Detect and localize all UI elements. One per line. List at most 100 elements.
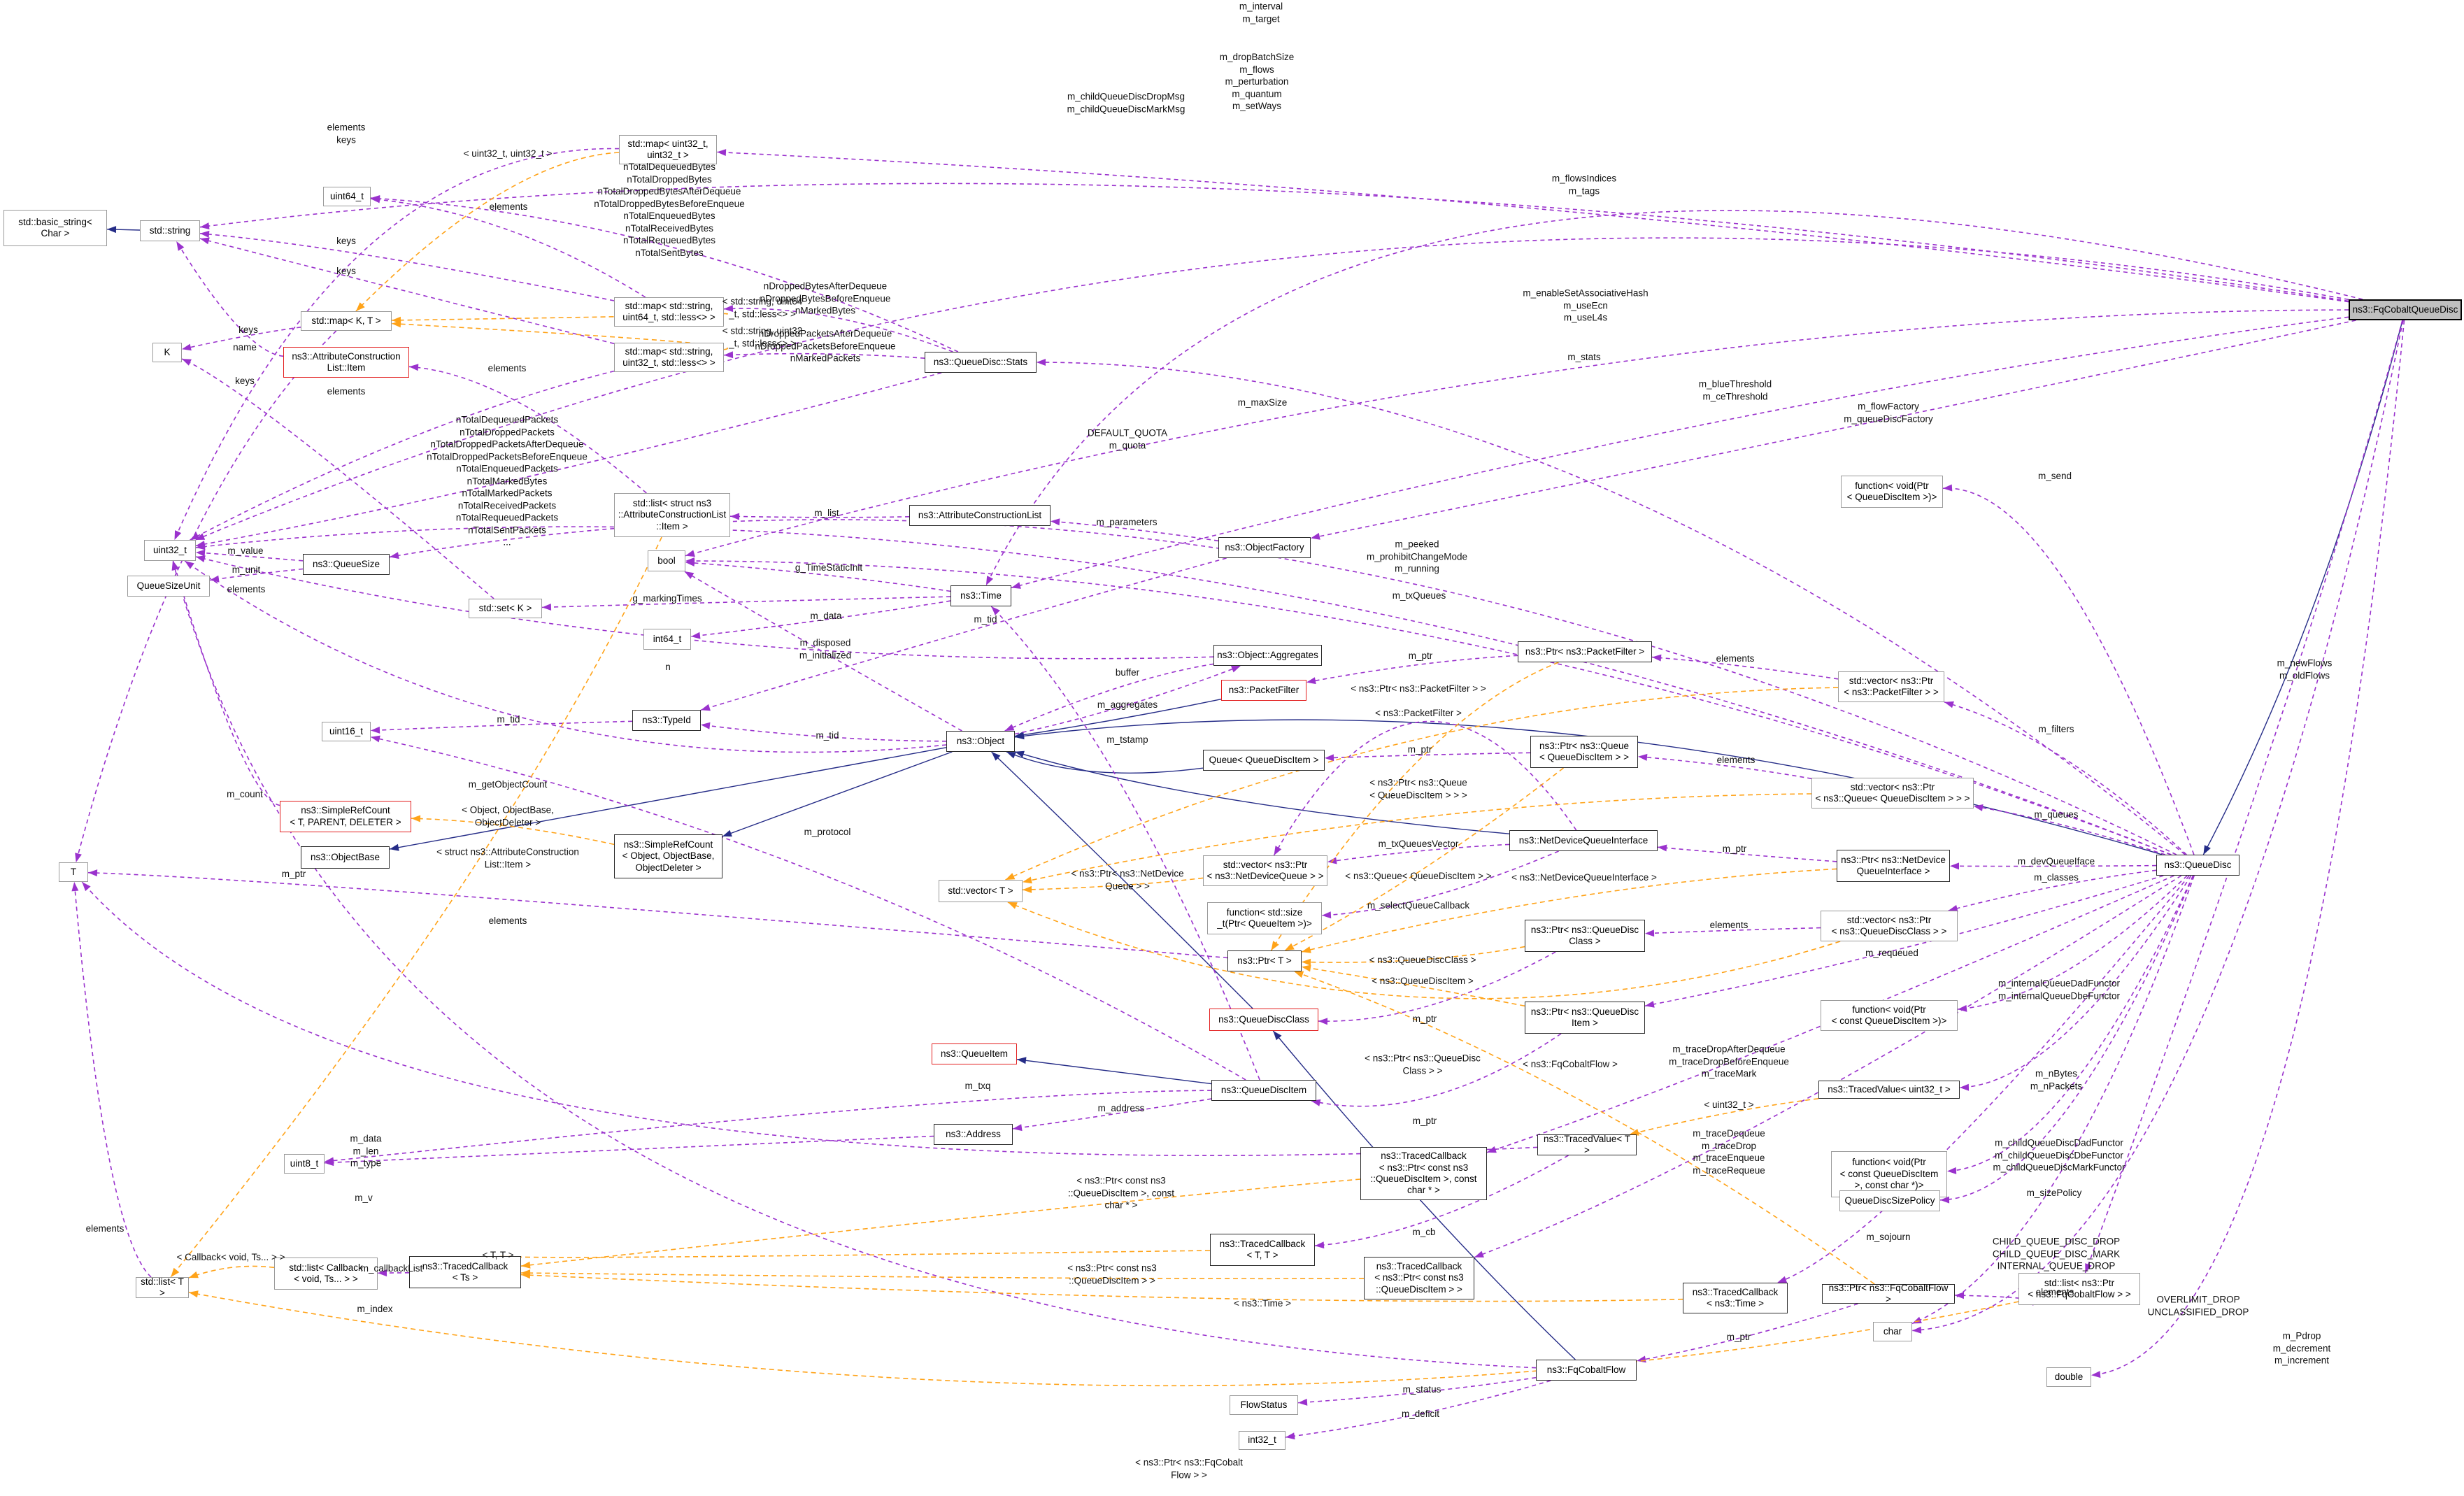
node-objagg[interactable]: ns3::Object::Aggregates: [1213, 645, 1322, 666]
node-vect[interactable]: std::vector< T >: [939, 880, 1023, 902]
arrowhead: [1950, 862, 1959, 870]
node-fq[interactable]: ns3::FqCobaltQueueDisc: [2349, 299, 2462, 320]
edge-fq-bool: [685, 309, 2349, 557]
node-qsize[interactable]: ns3::QueueSize: [303, 554, 390, 575]
node-fnsend[interactable]: function< void(Ptr < QueueDiscItem >)>: [1841, 476, 1943, 508]
node-fnchild[interactable]: function< void(Ptr < const QueueDiscItem…: [1831, 1151, 1947, 1197]
node-qdc[interactable]: ns3::QueueDiscClass: [1209, 1009, 1318, 1031]
arrowhead: [1474, 1251, 1484, 1258]
arrowhead: [1306, 677, 1316, 685]
edge-mapu32-u32: [173, 148, 620, 541]
edge-tcbtt-tcbts: [508, 1250, 1211, 1258]
node-typeid[interactable]: ns3::TypeId: [632, 710, 701, 731]
node-u32[interactable]: uint32_t: [144, 540, 196, 561]
edge-ptrpf-ptrt: [1270, 662, 1559, 951]
node-flowstatus[interactable]: FlowStatus: [1230, 1395, 1298, 1415]
node-tcbtime[interactable]: ns3::TracedCallback < ns3::Time >: [1683, 1283, 1788, 1313]
node-mapu32[interactable]: std::map< uint32_t, uint32_t >: [619, 135, 717, 164]
node-qitem[interactable]: ns3::QueueItem: [932, 1043, 1017, 1064]
node-listfqf[interactable]: std::list< ns3::Ptr < ns3::FqCobaltFlow …: [2018, 1273, 2140, 1305]
node-u16[interactable]: uint16_t: [322, 722, 371, 741]
arrowhead: [1007, 902, 1018, 909]
node-ptrt[interactable]: ns3::Ptr< T >: [1227, 950, 1302, 971]
arrowhead: [196, 543, 206, 550]
node-mapsu64[interactable]: std::map< std::string, uint64_t, std::le…: [614, 297, 724, 327]
arrowhead: [371, 735, 380, 743]
node-qsu[interactable]: QueueSizeUnit: [127, 576, 210, 597]
node-double[interactable]: double: [2046, 1367, 2091, 1387]
node-bs[interactable]: std::basic_string< Char >: [3, 210, 107, 246]
node-obj[interactable]: ns3::Object: [946, 731, 1015, 752]
node-listitem[interactable]: std::list< struct ns3 ::AttributeConstru…: [614, 493, 730, 537]
arrowhead: [1947, 1167, 1957, 1174]
arrowhead: [1944, 701, 1954, 708]
arrowhead: [200, 230, 210, 238]
edge-obj-typeid: [700, 724, 947, 742]
edge-mapsu32-str: [199, 238, 615, 345]
arrowhead: [724, 351, 734, 359]
edge-obj-bool: [684, 571, 962, 732]
node-i32[interactable]: int32_t: [1239, 1431, 1286, 1450]
node-objbase[interactable]: ns3::ObjectBase: [301, 846, 390, 869]
node-tcbts[interactable]: ns3::TracedCallback < Ts >: [409, 1256, 521, 1288]
node-fqflow[interactable]: ns3::FqCobaltFlow: [1536, 1360, 1637, 1381]
node-u8[interactable]: uint8_t: [284, 1154, 325, 1174]
node-tvu32[interactable]: ns3::TracedValue< uint32_t >: [1818, 1081, 1960, 1099]
node-u64[interactable]: uint64_t: [323, 187, 371, 206]
node-t[interactable]: T: [59, 862, 88, 882]
node-listcb[interactable]: std::list< Callback < void, Ts... > >: [274, 1258, 378, 1290]
node-setk[interactable]: std::set< K >: [469, 599, 542, 618]
node-tcbqdi[interactable]: ns3::TracedCallback < ns3::Ptr< const ns…: [1364, 1257, 1474, 1299]
node-str[interactable]: std::string: [140, 220, 200, 241]
node-vecptrq[interactable]: std::vector< ns3::Ptr < ns3::Queue< Queu…: [1811, 778, 1974, 808]
node-ptrndqi[interactable]: ns3::Ptr< ns3::NetDevice QueueInterface …: [1837, 850, 1950, 882]
node-acli[interactable]: ns3::AttributeConstruction List::Item: [283, 347, 409, 378]
node-ptrpf[interactable]: ns3::Ptr< ns3::PacketFilter >: [1518, 641, 1652, 662]
node-i64[interactable]: int64_t: [643, 629, 691, 650]
edge-qdisc-fnsend: [1942, 487, 2195, 855]
node-tvt[interactable]: ns3::TracedValue< T >: [1537, 1134, 1637, 1155]
arrowhead: [174, 530, 182, 540]
node-qdi[interactable]: ns3::QueueDiscItem: [1211, 1080, 1316, 1101]
node-listt[interactable]: std::list< T >: [136, 1276, 189, 1298]
node-mapsu32[interactable]: std::map< std::string, uint32_t, std::le…: [614, 343, 724, 372]
edge-listitem-listt: [170, 536, 662, 1278]
node-bool[interactable]: bool: [648, 550, 685, 571]
edge-qdi-u16: [370, 736, 1246, 1081]
node-src_obj[interactable]: ns3::SimpleRefCount < Object, ObjectBase…: [614, 834, 722, 878]
node-addr[interactable]: ns3::Address: [934, 1124, 1013, 1145]
node-ptrqdc[interactable]: ns3::Ptr< ns3::QueueDisc Class >: [1525, 920, 1645, 952]
node-fninternal[interactable]: function< void(Ptr < const QueueDiscItem…: [1821, 1000, 1958, 1031]
node-qdsp[interactable]: QueueDiscSizePolicy: [1839, 1190, 1940, 1211]
node-pf[interactable]: ns3::PacketFilter: [1221, 680, 1306, 701]
node-char[interactable]: char: [1873, 1322, 1912, 1341]
edge-qdi-u8: [324, 1090, 1212, 1162]
node-queue[interactable]: Queue< QueueDiscItem >: [1203, 750, 1325, 771]
node-ndqi[interactable]: ns3::NetDeviceQueueInterface: [1509, 830, 1658, 851]
edge-acli-str: [176, 241, 284, 357]
node-ptrfqf[interactable]: ns3::Ptr< ns3::FqCobaltFlow >: [1822, 1283, 1955, 1304]
node-tcbtt[interactable]: ns3::TracedCallback < T, T >: [1210, 1234, 1315, 1266]
arrowhead: [176, 241, 185, 251]
node-ptrqdi[interactable]: ns3::Ptr< ns3::QueueDisc Item >: [1525, 1002, 1645, 1034]
node-time[interactable]: ns3::Time: [950, 585, 1011, 606]
node-qdisc[interactable]: ns3::QueueDisc: [2156, 855, 2239, 876]
edge-vecndq-vect: [1022, 877, 1204, 891]
arrowhead: [210, 575, 220, 583]
node-src_t[interactable]: ns3::SimpleRefCount < T, PARENT, DELETER…: [280, 801, 411, 832]
node-objfac[interactable]: ns3::ObjectFactory: [1218, 537, 1311, 558]
edge-time-i64: [690, 600, 951, 637]
node-vecptrpf[interactable]: std::vector< ns3::Ptr < ns3::PacketFilte…: [1838, 671, 1944, 702]
edge-qdisc-obj: [1014, 719, 2163, 855]
node-tcb_qdi_char[interactable]: ns3::TracedCallback < ns3::Ptr< const ns…: [1360, 1147, 1487, 1200]
node-mapkt[interactable]: std::map< K, T >: [301, 311, 392, 331]
node-stats[interactable]: ns3::QueueDisc::Stats: [925, 352, 1037, 373]
node-vecndq[interactable]: std::vector< ns3::Ptr < ns3::NetDeviceQu…: [1203, 855, 1327, 886]
node-ptrqueue[interactable]: ns3::Ptr< ns3::Queue < QueueDiscItem > >: [1530, 736, 1638, 768]
edge-qdc-obj: [991, 751, 1253, 1009]
node-acl[interactable]: ns3::AttributeConstructionList: [909, 505, 1051, 526]
node-k[interactable]: K: [152, 343, 182, 362]
node-fnsize[interactable]: function< std::size _t(Ptr< QueueItem >)…: [1207, 902, 1322, 934]
arrowhead: [1315, 1241, 1325, 1249]
node-vecqdc[interactable]: std::vector< ns3::Ptr < ns3::QueueDiscCl…: [1821, 911, 1958, 941]
